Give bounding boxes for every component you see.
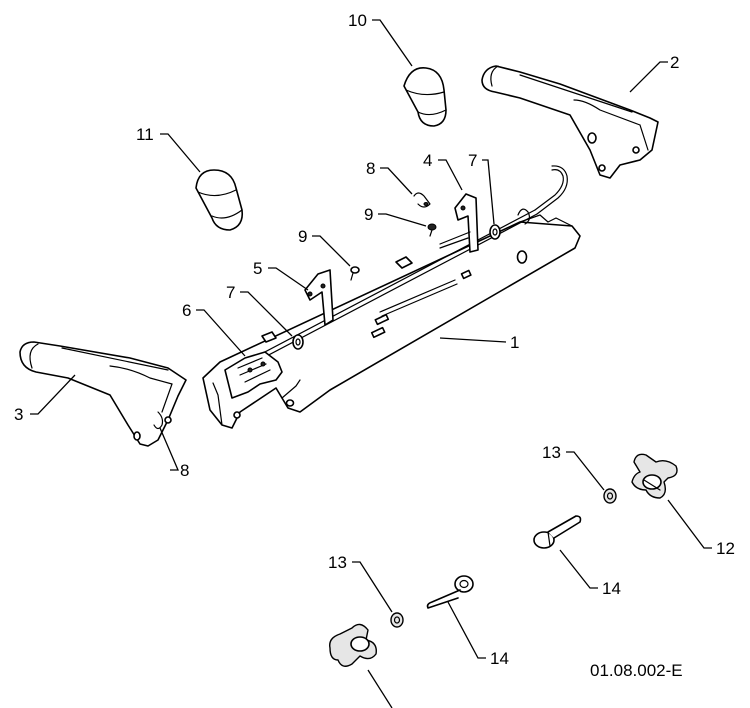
part-9-bolt-upper xyxy=(427,223,437,237)
callout-labels: 1 2 3 4 5 6 7 7 8 8 9 9 10 11 12 13 13 1… xyxy=(14,11,735,668)
part-12-star-knob xyxy=(631,453,678,499)
small-plate xyxy=(395,256,413,269)
callout-5: 5 xyxy=(253,259,262,278)
part-7-washer-right xyxy=(489,224,501,240)
callout-2: 2 xyxy=(670,53,679,72)
part-8-spring-pin-upper xyxy=(413,192,431,208)
callout-10: 10 xyxy=(348,11,367,30)
callout-7-right: 7 xyxy=(468,151,477,170)
lower-star-knob xyxy=(329,623,377,667)
callout-11: 11 xyxy=(136,125,154,144)
reference-code: 01.08.002-E xyxy=(590,661,683,680)
part-2-lever-right xyxy=(481,65,659,179)
part-10-knob xyxy=(403,67,447,127)
callout-8-lower: 8 xyxy=(180,461,189,480)
part-5-bracket xyxy=(304,269,334,326)
part-13-nut-lower xyxy=(390,612,404,628)
part-7-washer-left xyxy=(292,334,304,350)
leader-lines xyxy=(30,19,712,708)
spring-clip xyxy=(517,208,531,225)
callout-3: 3 xyxy=(14,405,23,424)
operating-rod xyxy=(239,165,568,370)
callout-13-lower: 13 xyxy=(328,553,347,572)
part-4-bracket xyxy=(439,193,479,253)
part-9-bolt-lower xyxy=(350,266,360,281)
callout-9-lower: 9 xyxy=(298,227,307,246)
callout-12: 12 xyxy=(716,539,735,558)
part-14-bolt-lower xyxy=(426,575,474,609)
callout-8-upper: 8 xyxy=(366,159,375,178)
callout-1: 1 xyxy=(510,333,519,352)
part-1-mounting-plate xyxy=(202,214,581,429)
callout-14-lower: 14 xyxy=(490,649,509,668)
callout-13-upper: 13 xyxy=(542,443,561,462)
part-11-knob xyxy=(195,169,244,231)
part-6-linkage xyxy=(224,331,283,399)
part-13-nut-upper xyxy=(603,488,617,504)
part-3-lever-left xyxy=(19,341,187,447)
callout-7-left: 7 xyxy=(226,283,235,302)
callout-9-upper: 9 xyxy=(364,205,373,224)
callout-14-upper: 14 xyxy=(602,579,621,598)
callout-4: 4 xyxy=(423,151,432,170)
part-14-bolt-upper xyxy=(533,515,582,549)
callout-6: 6 xyxy=(182,301,191,320)
